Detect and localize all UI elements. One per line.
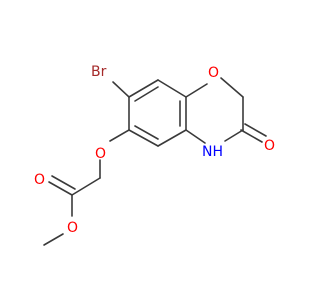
ether-oxygen-label: O	[95, 146, 106, 162]
nh-label: NH	[202, 144, 223, 160]
bromine-label: Br	[91, 64, 107, 80]
bond	[240, 129, 263, 143]
bond	[157, 129, 187, 147]
bond	[157, 79, 187, 98]
structure-canvas: Br O O NH O O O	[34, 64, 275, 246]
bond	[185, 83, 208, 98]
bond	[220, 77, 244, 98]
bond	[43, 233, 64, 246]
ester-oxygen-label: O	[67, 220, 78, 236]
bond	[244, 123, 267, 137]
carbonyl-oxygen-label: O	[264, 138, 275, 154]
bond	[71, 177, 101, 196]
bond	[185, 129, 206, 144]
bond	[128, 129, 159, 147]
ester-carbonyl-oxygen-label: O	[34, 172, 45, 188]
bonds	[43, 77, 267, 246]
bond	[134, 86, 159, 102]
bond	[109, 129, 130, 142]
bond	[51, 175, 76, 190]
atom-labels: Br O O NH O O O	[34, 64, 275, 236]
ring-oxygen-label: O	[208, 65, 219, 81]
bond	[224, 129, 244, 142]
bond	[128, 79, 159, 98]
molecule-structure: Br O O NH O O O	[34, 64, 275, 246]
bond	[134, 125, 159, 140]
bond	[112, 81, 130, 98]
bond	[48, 181, 73, 196]
